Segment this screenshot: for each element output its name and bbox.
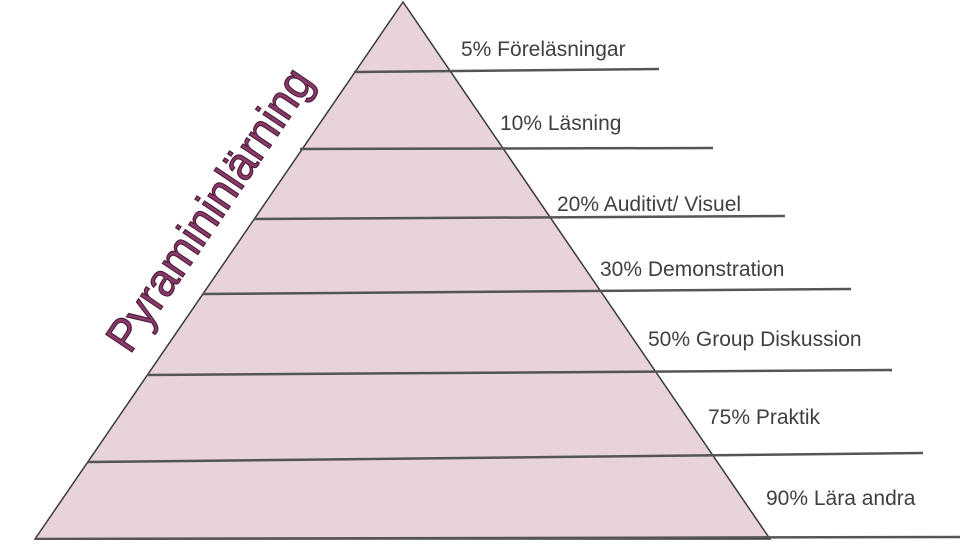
base-line [34,535,960,541]
level-labels: 5% Föreläsningar 10% Läsning 20% Auditiv… [461,38,916,510]
level-dividers [34,67,960,541]
divider-line [87,451,924,464]
divider-line [146,368,893,377]
level-label-75: 75% Praktik [708,406,821,429]
divider-line [353,67,660,74]
level-label-5: 5% Föreläsningar [461,38,626,61]
divider-line [253,214,786,221]
level-label-90: 90% Lära andra [766,487,916,510]
level-label-10: 10% Läsning [500,112,621,135]
level-label-50: 50% Group Diskussion [648,328,862,351]
level-label-30: 30% Demonstration [600,258,784,281]
divider-line [299,146,714,151]
level-label-20: 20% Auditivt/ Visuel [557,193,741,216]
divider-line [202,287,852,296]
